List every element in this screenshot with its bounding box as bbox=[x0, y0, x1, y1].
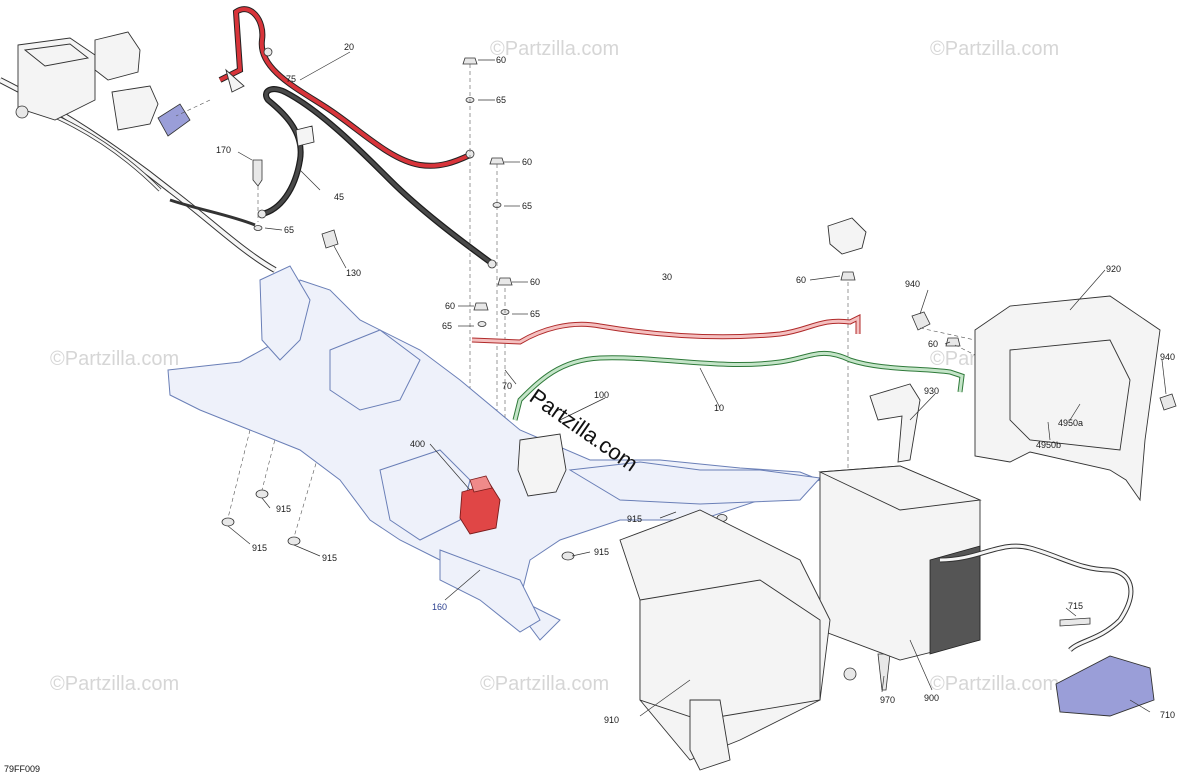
callout-400: 400 bbox=[410, 439, 425, 449]
callout-940: 940 bbox=[1160, 352, 1175, 362]
callout-710: 710 bbox=[1160, 710, 1175, 720]
callout-20: 20 bbox=[344, 42, 354, 52]
callout-170: 170 bbox=[216, 145, 231, 155]
positive-battery-cable bbox=[218, 6, 475, 169]
bolt bbox=[252, 159, 263, 187]
callout-130: 130 bbox=[346, 268, 361, 278]
battery bbox=[818, 465, 982, 661]
watermark: ©Partzilla.com bbox=[480, 673, 609, 695]
callout-65: 65 bbox=[496, 95, 506, 105]
heat-shield bbox=[974, 295, 1161, 502]
callout-970: 970 bbox=[880, 695, 895, 705]
leader-lines bbox=[227, 51, 1167, 717]
callout-910: 910 bbox=[604, 715, 619, 725]
callout-60: 60 bbox=[530, 277, 540, 287]
watermark: ©Partzilla.com bbox=[50, 348, 179, 370]
callout-940: 940 bbox=[905, 279, 920, 289]
callout-915: 915 bbox=[276, 504, 291, 514]
callout-65: 65 bbox=[284, 225, 294, 235]
starter-relay bbox=[459, 475, 501, 535]
green-harness bbox=[512, 350, 965, 421]
red-cable bbox=[219, 7, 471, 168]
callout-915: 915 bbox=[594, 547, 609, 557]
callout-160: 160 bbox=[432, 602, 447, 612]
callout-60: 60 bbox=[496, 55, 506, 65]
battery-support-frame bbox=[167, 265, 822, 641]
black-cable bbox=[261, 87, 492, 264]
callout-labels: 20 75 60 65 170 45 60 65 65 130 60 60 65… bbox=[216, 42, 1175, 725]
red-harness bbox=[471, 313, 861, 345]
callout-915: 915 bbox=[627, 514, 642, 524]
callout-715: 715 bbox=[1068, 601, 1083, 611]
callout-4950a: 4950a bbox=[1058, 418, 1083, 428]
callout-60: 60 bbox=[522, 157, 532, 167]
watermark: ©Partzilla.com bbox=[490, 38, 619, 60]
washer bbox=[253, 225, 263, 231]
callout-30: 30 bbox=[662, 272, 672, 282]
nut bbox=[263, 47, 273, 57]
callout-75: 75 bbox=[286, 74, 296, 84]
callout-65: 65 bbox=[530, 309, 540, 319]
callout-70: 70 bbox=[502, 381, 512, 391]
fuse-holder bbox=[517, 433, 567, 497]
callout-4950b: 4950b bbox=[1036, 440, 1061, 450]
watermark: ©Partzilla.com bbox=[930, 673, 1059, 695]
callout-65: 65 bbox=[442, 321, 452, 331]
sensor-connector bbox=[827, 217, 867, 255]
callout-65: 65 bbox=[522, 201, 532, 211]
battery-strap bbox=[869, 383, 921, 463]
clip bbox=[321, 229, 339, 249]
callout-60: 60 bbox=[445, 301, 455, 311]
battery-tray bbox=[619, 509, 831, 771]
callout-915: 915 bbox=[322, 553, 337, 563]
diagram-code: 79FF009 bbox=[4, 764, 40, 774]
callout-60: 60 bbox=[928, 339, 938, 349]
watermark: ©Partzilla.com bbox=[930, 38, 1059, 60]
callout-10: 10 bbox=[714, 403, 724, 413]
fuse-box-connector bbox=[15, 31, 159, 131]
ground-cable bbox=[257, 86, 497, 269]
license-lamp bbox=[1055, 655, 1155, 717]
callout-930: 930 bbox=[924, 386, 939, 396]
callout-900: 900 bbox=[924, 693, 939, 703]
callout-920: 920 bbox=[1106, 264, 1121, 274]
callout-915: 915 bbox=[252, 543, 267, 553]
callout-45: 45 bbox=[334, 192, 344, 202]
tail-harness bbox=[939, 543, 1134, 652]
callout-60: 60 bbox=[796, 275, 806, 285]
terminal-cap bbox=[157, 103, 191, 137]
watermark: ©Partzilla.com bbox=[50, 673, 179, 695]
callout-100: 100 bbox=[594, 390, 609, 400]
